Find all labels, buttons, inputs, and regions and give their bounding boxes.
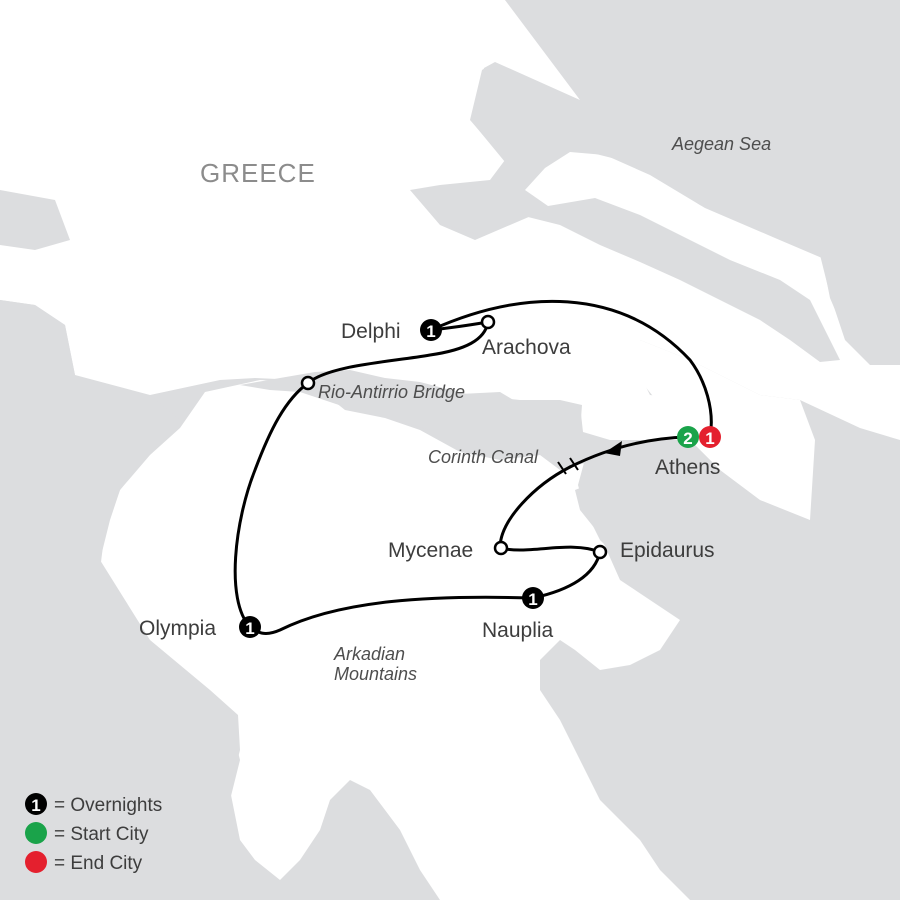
canal-crossing-icon: [557, 457, 579, 475]
attica-landmass: [640, 340, 815, 520]
rio-stop-icon: [300, 375, 316, 391]
mainland-landmass: [0, 0, 900, 520]
delphi-overnight-marker: 1: [420, 319, 442, 341]
tour-route: [233, 299, 713, 635]
epidaurus-stop-icon: [592, 544, 608, 560]
route-mycenae-to-epidaurus: [498, 545, 602, 554]
nauplia-label: Nauplia: [482, 619, 554, 642]
olympia-nights: 1: [245, 619, 254, 638]
route-athens-to-canal: [568, 435, 690, 469]
rio-bridge-label: Rio-Antirrio Bridge: [318, 382, 465, 402]
legend-start-label: = Start City: [54, 824, 149, 845]
aegean-water: [420, 0, 900, 362]
legend-start-city: = Start City: [25, 822, 149, 845]
athens-start-nights: 2: [683, 429, 692, 448]
legend-end-label: = End City: [54, 853, 143, 874]
route-canal-to-mycenae: [498, 465, 572, 550]
direction-arrow-icon: [604, 441, 622, 456]
athens-label: Athens: [655, 456, 720, 479]
map-legend: 1 = Overnights = Start City = End City: [25, 793, 162, 874]
corinth-canal-label: Corinth Canal: [428, 447, 539, 467]
legend-overnights-symbol: 1: [31, 796, 40, 815]
mountains-label: Mountains: [334, 664, 417, 684]
legend-overnights-label: = Overnights: [54, 795, 162, 816]
stop-markers: [300, 314, 608, 560]
route-olympia-to-rio: [233, 381, 310, 629]
delphi-label: Delphi: [341, 320, 401, 343]
arachova-stop-icon: [480, 314, 496, 330]
epidaurus-label: Epidaurus: [620, 539, 715, 562]
athens-start-marker: 2: [677, 426, 699, 448]
legend-overnights: 1 = Overnights: [25, 793, 162, 816]
mycenae-label: Mycenae: [388, 539, 473, 562]
nauplia-nights: 1: [528, 590, 537, 609]
legend-end-city: = End City: [25, 851, 143, 874]
route-nauplia-to-olympia: [248, 595, 535, 635]
mycenae-stop-icon: [493, 540, 509, 556]
western-sea: [0, 245, 255, 900]
athens-end-nights: 1: [705, 429, 714, 448]
arachova-label: Arachova: [482, 336, 571, 359]
route-delphi-to-athens: [429, 299, 713, 439]
peloponnese-landmass: [100, 380, 690, 900]
athens-end-marker: 1: [699, 426, 721, 448]
region-label: GREECE: [200, 158, 316, 188]
arkadian-label: Arkadian: [333, 644, 405, 664]
olympia-label: Olympia: [139, 617, 216, 640]
gulf-of-corinth: [240, 370, 582, 445]
olympia-overnight-marker: 1: [239, 616, 261, 638]
saronic-gulf: [578, 440, 760, 560]
aegean-sea-label: Aegean Sea: [671, 134, 771, 154]
delphi-nights: 1: [426, 322, 435, 341]
nauplia-overnight-marker: 1: [522, 587, 544, 609]
route-rio-to-arachova: [306, 320, 490, 385]
